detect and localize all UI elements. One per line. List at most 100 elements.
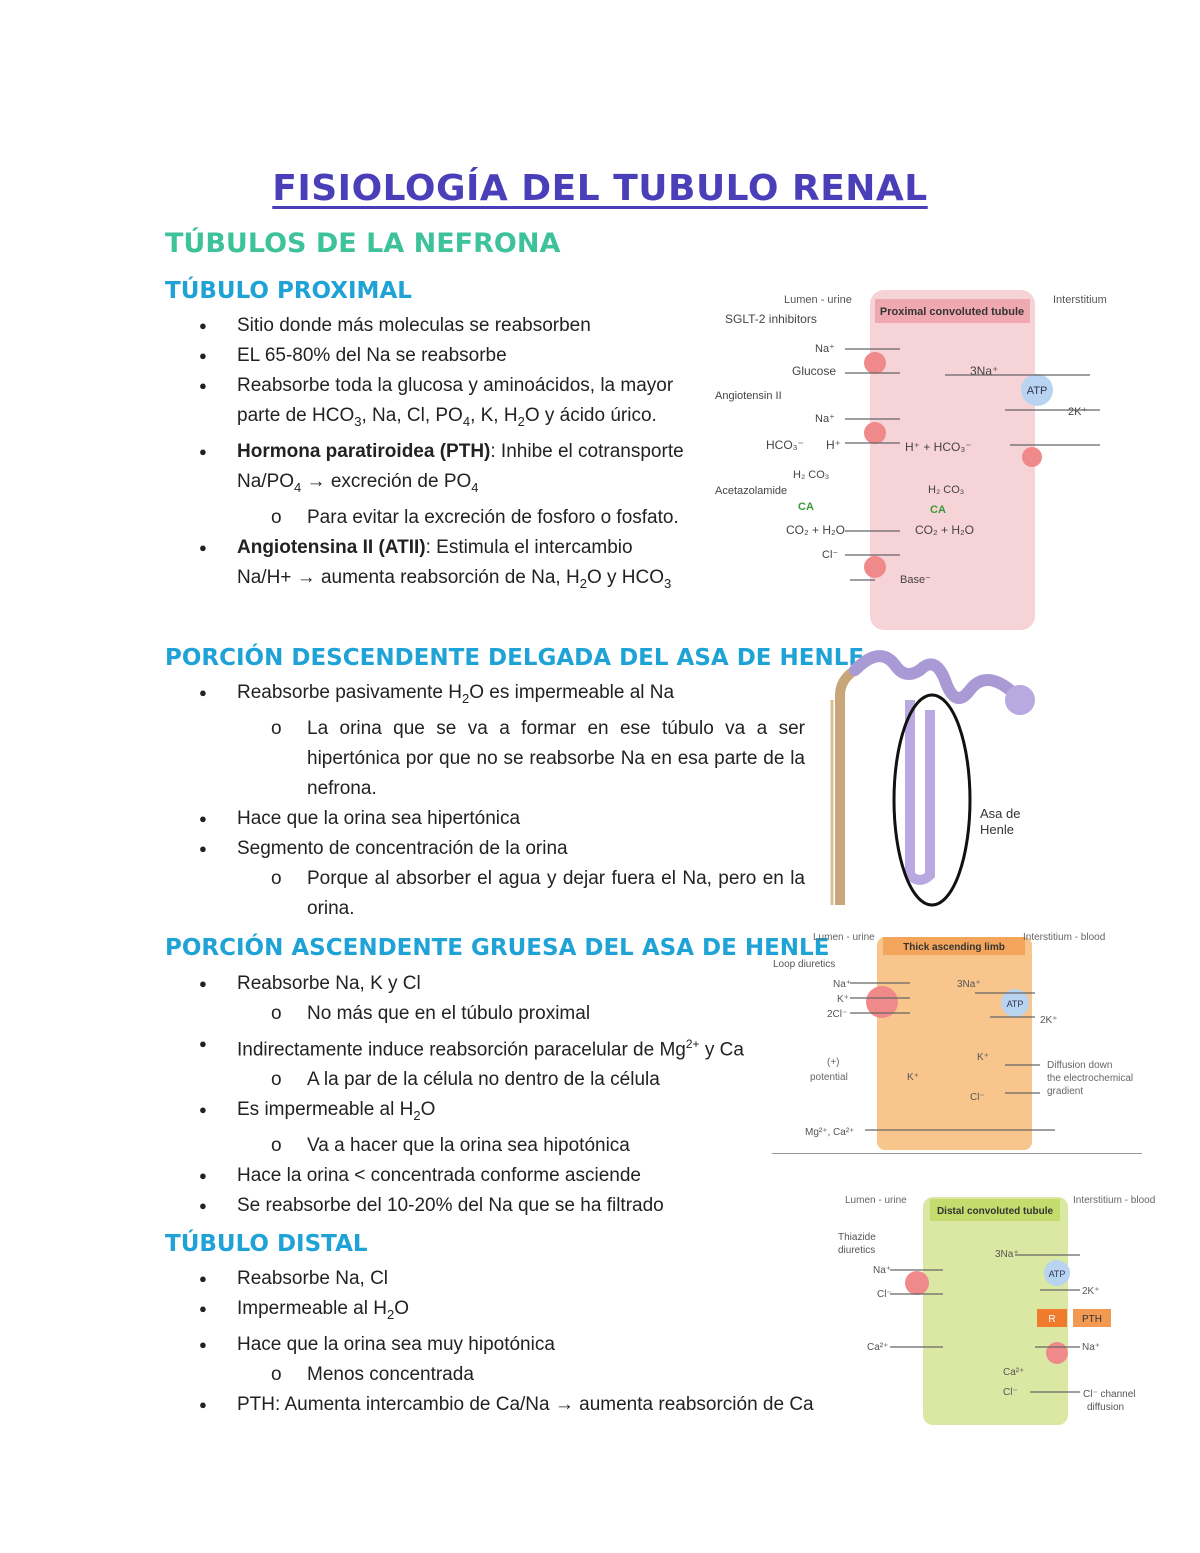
- list-subitem: Para evitar la excreción de fosforo o fo…: [165, 503, 693, 533]
- svg-text:diuretics: diuretics: [838, 1245, 875, 1256]
- list-subitem: A la par de la célula no dentro de la cé…: [165, 1065, 765, 1095]
- svg-text:Lumen - urine: Lumen - urine: [845, 1195, 907, 1206]
- svg-text:Na⁺: Na⁺: [873, 1265, 891, 1276]
- figure-asa-de-henle: Asa de Henle: [820, 640, 1045, 910]
- list-proximal: Sitio donde más moleculas se reabsorben …: [165, 311, 693, 598]
- list-subitem: La orina que se va a formar en ese túbul…: [165, 714, 805, 804]
- list-item: Es impermeable al H2O: [165, 1095, 765, 1131]
- svg-text:Interstitium - blood: Interstitium - blood: [1073, 1195, 1155, 1206]
- svg-text:CA: CA: [930, 504, 946, 516]
- svg-text:potential: potential: [810, 1072, 848, 1083]
- svg-text:Interstitium - blood: Interstitium - blood: [1023, 932, 1105, 943]
- svg-text:H⁺ + HCO₃⁻: H⁺ + HCO₃⁻: [905, 440, 972, 454]
- list-ascendente: Reabsorbe Na, K y Cl No más que en el tú…: [165, 969, 765, 1221]
- svg-text:CO₂ + H₂O: CO₂ + H₂O: [786, 523, 845, 537]
- svg-text:Diffusion down: Diffusion down: [1047, 1060, 1112, 1071]
- heading-proximal: TÚBULO PROXIMAL: [165, 278, 412, 304]
- svg-text:Na⁺: Na⁺: [1082, 1342, 1100, 1353]
- svg-text:Mg²⁺, Ca²⁺: Mg²⁺, Ca²⁺: [805, 1127, 854, 1138]
- list-item: Se reabsorbe del 10-20% del Na que se ha…: [165, 1191, 765, 1221]
- svg-text:Na⁺: Na⁺: [815, 343, 835, 355]
- list-descendente: Reabsorbe pasivamente H2O es impermeable…: [165, 678, 805, 924]
- svg-text:3Na⁺: 3Na⁺: [957, 979, 981, 990]
- section-heading-nefrona: TÚBULOS DE LA NEFRONA: [165, 228, 561, 259]
- list-item: Impermeable al H2O: [165, 1294, 845, 1330]
- heading-descendente: PORCIÓN DESCENDENTE DELGADA DEL ASA DE H…: [165, 645, 865, 671]
- svg-text:Na⁺: Na⁺: [815, 413, 835, 425]
- svg-text:Henle: Henle: [980, 822, 1014, 837]
- list-item: Hace que la orina sea muy hipotónica: [165, 1330, 845, 1360]
- svg-text:ATP: ATP: [1007, 999, 1024, 1009]
- list-item: PTH: Aumenta intercambio de Ca/Na → aume…: [165, 1390, 845, 1420]
- list-item: Angiotensina II (ATII): Estimula el inte…: [165, 533, 693, 599]
- svg-text:Distal convoluted tubule: Distal convoluted tubule: [937, 1206, 1054, 1217]
- svg-text:Cl⁻: Cl⁻: [822, 549, 838, 561]
- svg-text:SGLT-2 inhibitors: SGLT-2 inhibitors: [725, 312, 817, 326]
- svg-text:2K⁺: 2K⁺: [1068, 406, 1087, 418]
- list-item: Hormona paratiroidea (PTH): Inhibe el co…: [165, 437, 693, 503]
- heading-ascendente: PORCIÓN ASCENDENTE GRUESA DEL ASA DE HEN…: [165, 935, 830, 961]
- svg-text:Ca²⁺: Ca²⁺: [867, 1342, 888, 1353]
- svg-text:CO₂ + H₂O: CO₂ + H₂O: [915, 523, 974, 537]
- svg-text:diffusion: diffusion: [1087, 1402, 1124, 1413]
- svg-text:Thick ascending limb: Thick ascending limb: [903, 942, 1005, 953]
- list-subitem: Va a hacer que la orina sea hipotónica: [165, 1131, 765, 1161]
- heading-distal: TÚBULO DISTAL: [165, 1231, 368, 1257]
- svg-text:Loop diuretics: Loop diuretics: [773, 959, 835, 970]
- svg-text:K⁺: K⁺: [907, 1072, 919, 1083]
- figure-thick-ascending-limb: Thick ascending limb Lumen - urine Inter…: [765, 925, 1145, 1150]
- svg-text:ATP: ATP: [1027, 385, 1048, 397]
- svg-text:Lumen - urine: Lumen - urine: [784, 294, 852, 306]
- page-title: FISIOLOGÍA DEL TUBULO RENAL: [272, 168, 928, 209]
- svg-text:Ca²⁺: Ca²⁺: [1003, 1367, 1024, 1378]
- svg-text:HCO₃⁻: HCO₃⁻: [766, 438, 804, 452]
- svg-text:CA: CA: [798, 501, 814, 513]
- svg-text:Na⁺: Na⁺: [833, 979, 851, 990]
- list-item: Hace la orina < concentrada conforme asc…: [165, 1161, 765, 1191]
- svg-text:3Na⁺: 3Na⁺: [995, 1249, 1019, 1260]
- svg-text:gradient: gradient: [1047, 1086, 1083, 1097]
- svg-text:H⁺: H⁺: [826, 438, 841, 452]
- svg-text:H₂ CO₃: H₂ CO₃: [928, 484, 964, 496]
- svg-text:Asa de: Asa de: [980, 806, 1020, 821]
- svg-text:the electrochemical: the electrochemical: [1047, 1073, 1133, 1084]
- svg-text:Thiazide: Thiazide: [838, 1232, 876, 1243]
- list-item: Reabsorbe Na, K y Cl: [165, 969, 765, 999]
- list-subitem: Porque al absorber el agua y dejar fuera…: [165, 864, 805, 924]
- svg-text:Lumen - urine: Lumen - urine: [813, 932, 875, 943]
- list-item: Indirectamente induce reabsorción parace…: [165, 1029, 765, 1065]
- svg-text:Angiotensin II: Angiotensin II: [715, 390, 782, 402]
- svg-text:PTH: PTH: [1082, 1314, 1102, 1325]
- list-subitem: Menos concentrada: [165, 1360, 845, 1390]
- svg-text:2Cl⁻: 2Cl⁻: [827, 1009, 847, 1020]
- svg-text:ATP: ATP: [1049, 1269, 1066, 1279]
- svg-text:Cl⁻: Cl⁻: [877, 1289, 892, 1300]
- svg-text:K⁺: K⁺: [977, 1052, 989, 1063]
- svg-text:2K⁺: 2K⁺: [1082, 1286, 1100, 1297]
- list-item: EL 65-80% del Na se reabsorbe: [165, 341, 693, 371]
- svg-text:H₂ CO₃: H₂ CO₃: [793, 469, 829, 481]
- list-item: Segmento de concentración de la orina: [165, 834, 805, 864]
- svg-text:Cl⁻ channel: Cl⁻ channel: [1083, 1389, 1136, 1400]
- figure-title: Proximal convoluted tubule: [880, 306, 1024, 318]
- svg-text:3Na⁺: 3Na⁺: [970, 364, 998, 378]
- list-item: Reabsorbe Na, Cl: [165, 1264, 845, 1294]
- svg-text:R: R: [1048, 1314, 1055, 1325]
- list-item: Reabsorbe toda la glucosa y aminoácidos,…: [165, 371, 693, 437]
- list-item: Sitio donde más moleculas se reabsorben: [165, 311, 693, 341]
- list-item: Hace que la orina sea hipertónica: [165, 804, 805, 834]
- svg-text:Glucose: Glucose: [792, 364, 836, 378]
- svg-text:Cl⁻: Cl⁻: [1003, 1387, 1018, 1398]
- figure-proximal-tubule: Proximal convoluted tubule Lumen - urine…: [710, 285, 1130, 630]
- list-subitem: No más que en el túbulo proximal: [165, 999, 765, 1029]
- svg-text:Cl⁻: Cl⁻: [970, 1092, 985, 1103]
- svg-text:2K⁺: 2K⁺: [1040, 1015, 1058, 1026]
- figure-distal-tubule: Distal convoluted tubule Lumen - urine I…: [835, 1185, 1170, 1425]
- svg-text:(+): (+): [827, 1057, 840, 1068]
- divider-line: [772, 1153, 1142, 1154]
- svg-text:Base⁻: Base⁻: [900, 574, 931, 586]
- svg-text:Acetazolamide: Acetazolamide: [715, 485, 787, 497]
- svg-text:Interstitium: Interstitium: [1053, 294, 1107, 306]
- svg-text:K⁺: K⁺: [837, 994, 849, 1005]
- list-item: Reabsorbe pasivamente H2O es impermeable…: [165, 678, 805, 714]
